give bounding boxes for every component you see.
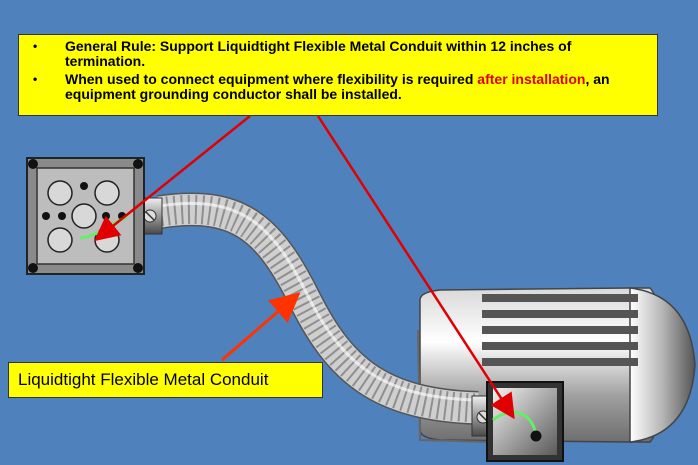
code-rule-callout: General Rule: Support Liquidtight Flexib… xyxy=(18,34,658,116)
general-rule-note: General Rule: Support Liquidtight Flexib… xyxy=(29,39,647,69)
pointer-arrows xyxy=(94,115,515,420)
flexible-conduit-icon xyxy=(157,192,479,425)
grounding-conductor-note: When used to connect equipment where fle… xyxy=(29,72,647,102)
arrow-to-conduit xyxy=(221,292,301,362)
grounding-note-text-after: , an equipment grounding conductor shall… xyxy=(65,71,610,102)
after-installation-highlight: after installation xyxy=(477,71,586,87)
grounding-note-text-before: When used to connect equipment where fle… xyxy=(65,71,478,87)
general-rule-text: General Rule: Support Liquidtight Flexib… xyxy=(65,38,572,69)
arrow-to-motor-box xyxy=(316,115,515,420)
conduit-label: Liquidtight Flexible Metal Conduit xyxy=(8,362,323,398)
knockout-holes xyxy=(47,180,120,253)
arrow-to-junction-box xyxy=(94,115,251,242)
motor-cooling-fins xyxy=(482,294,638,366)
motor-terminal-box-icon xyxy=(486,381,564,462)
